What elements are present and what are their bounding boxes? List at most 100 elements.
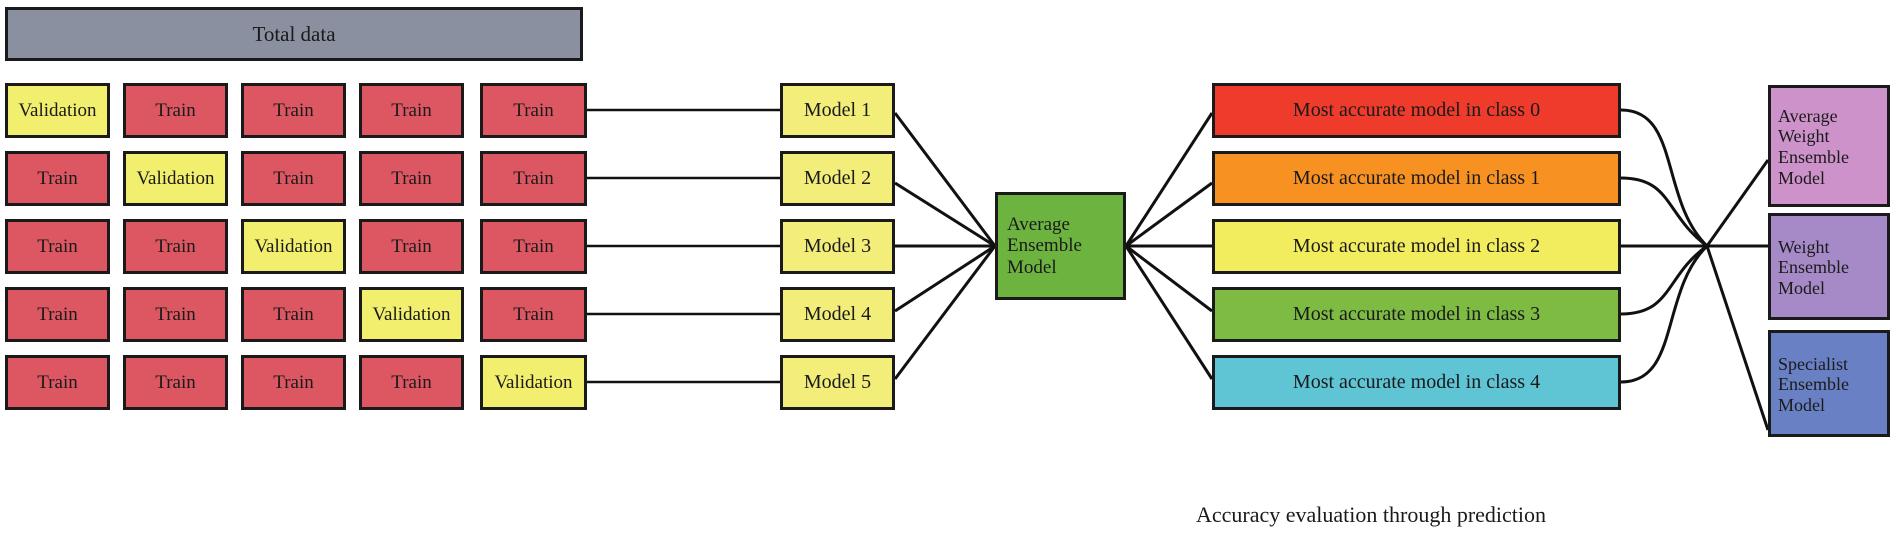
fold-cell-label: Train: [513, 235, 554, 257]
link-model4-ensemble: [894, 244, 996, 313]
fold-cell-label: Train: [391, 99, 432, 121]
fold-cell-label: Train: [155, 371, 196, 393]
model-label: Model 5: [803, 371, 872, 393]
fold-cell: Train: [123, 287, 228, 342]
output-line: Weight: [1778, 126, 1830, 147]
class-box-4: Most accurate model in class 4: [1212, 355, 1621, 410]
model-box-4: Model 4: [780, 287, 895, 342]
output-line: Ensemble: [1778, 374, 1849, 395]
average-ensemble-line-1: Average: [1007, 214, 1070, 236]
fold-cell: Train: [241, 287, 346, 342]
average-weight-ensemble-model-box: Average Weight Ensemble Model: [1768, 85, 1890, 207]
model-label: Model 2: [803, 167, 872, 189]
link-model1-ensemble: [893, 112, 997, 247]
model-box-1: Model 1: [780, 83, 895, 138]
average-ensemble-model-box: Average Ensemble Model: [995, 192, 1126, 300]
fold-cell-label: Train: [273, 371, 314, 393]
fold-cell-label: Validation: [136, 167, 215, 189]
output-line: Model: [1778, 167, 1825, 188]
fold-cell-label: Validation: [372, 303, 451, 325]
link-ensemble-class0: [1124, 112, 1214, 247]
link-class0-junction: [1620, 108, 1709, 248]
output-line: Ensemble: [1778, 147, 1849, 167]
link-class4-junction: [1620, 244, 1709, 384]
fold-cell: Train: [359, 151, 464, 206]
fold-cell-label: Train: [391, 167, 432, 189]
link-junction-specialist: [1705, 245, 1770, 431]
fold-cell-label: Train: [273, 99, 314, 121]
model-box-5: Model 5: [780, 355, 895, 410]
fold-cell: Train: [241, 83, 346, 138]
fold-cell: Train: [359, 355, 464, 410]
fold-cell-label: Validation: [494, 371, 573, 393]
fold-cell-label: Train: [513, 303, 554, 325]
fold-cell: Train: [480, 151, 587, 206]
fold-cell: Train: [480, 83, 587, 138]
fold-cell: Validation: [359, 287, 464, 342]
fold-cell: Train: [480, 219, 587, 274]
fold-cell-label: Train: [513, 99, 554, 121]
class-box-label: Most accurate model in class 4: [1292, 371, 1541, 393]
link-junction-average-weight: [1705, 159, 1770, 247]
class-box-label: Most accurate model in class 2: [1292, 235, 1541, 257]
output-line: Ensemble: [1778, 257, 1849, 278]
link-ensemble-class3: [1125, 244, 1213, 313]
link-ensemble-class4: [1124, 245, 1214, 380]
average-ensemble-line-3: Model: [1007, 256, 1057, 278]
fold-cell-label: Train: [391, 235, 432, 257]
fold-cell: Validation: [123, 151, 228, 206]
fold-cell-label: Train: [37, 371, 78, 393]
fold-cell-label: Train: [273, 303, 314, 325]
fold-cell-label: Train: [391, 371, 432, 393]
model-box-2: Model 2: [780, 151, 895, 206]
fold-cell: Train: [5, 151, 110, 206]
fold-cell-label: Train: [37, 235, 78, 257]
class-box-0: Most accurate model in class 0: [1212, 83, 1621, 138]
fold-cell: Train: [5, 355, 110, 410]
fold-cell: Train: [241, 151, 346, 206]
output-line: Model: [1778, 277, 1825, 298]
fold-cell-label: Train: [155, 99, 196, 121]
fold-cell: Train: [5, 287, 110, 342]
fold-cell-label: Train: [273, 167, 314, 189]
class-box-1: Most accurate model in class 1: [1212, 151, 1621, 206]
fold-cell: Train: [123, 355, 228, 410]
class-box-label: Most accurate model in class 3: [1292, 303, 1541, 325]
fold-cell-label: Train: [37, 303, 78, 325]
fold-cell: Train: [480, 287, 587, 342]
fold-cell: Validation: [480, 355, 587, 410]
link-class3-junction: [1620, 244, 1708, 316]
model-label: Model 1: [803, 99, 872, 121]
model-label: Model 4: [803, 303, 872, 325]
fold-cell-label: Train: [155, 303, 196, 325]
fold-cell: Validation: [241, 219, 346, 274]
fold-cell: Train: [123, 219, 228, 274]
total-data-label: Total data: [252, 21, 336, 46]
link-model5-ensemble: [893, 245, 997, 380]
accuracy-evaluation-caption: Accuracy evaluation through prediction: [1196, 502, 1546, 528]
weight-ensemble-model-box: Weight Ensemble Model: [1768, 213, 1890, 320]
fold-cell: Validation: [5, 83, 110, 138]
fold-cell: Train: [359, 219, 464, 274]
link-model2-ensemble: [894, 181, 996, 248]
fold-cell-label: Train: [155, 235, 196, 257]
model-box-3: Model 3: [780, 219, 895, 274]
model-label: Model 3: [803, 235, 872, 257]
fold-cell-label: Train: [513, 167, 554, 189]
class-box-2: Most accurate model in class 2: [1212, 219, 1621, 274]
fold-cell: Train: [123, 83, 228, 138]
caption-text: Accuracy evaluation through prediction: [1196, 502, 1547, 527]
class-box-3: Most accurate model in class 3: [1212, 287, 1621, 342]
fold-cell: Train: [241, 355, 346, 410]
fold-cell: Train: [5, 219, 110, 274]
class-box-label: Most accurate model in class 1: [1292, 167, 1541, 189]
specialist-ensemble-model-box: Specialist Ensemble Model: [1768, 330, 1890, 437]
link-class1-junction: [1620, 176, 1708, 248]
output-line: Average: [1778, 105, 1838, 126]
link-ensemble-class1: [1125, 181, 1213, 248]
fold-cell-label: Validation: [254, 235, 333, 257]
output-line: Model: [1778, 394, 1825, 415]
fold-cell-label: Train: [37, 167, 78, 189]
output-line: Weight: [1778, 236, 1830, 257]
